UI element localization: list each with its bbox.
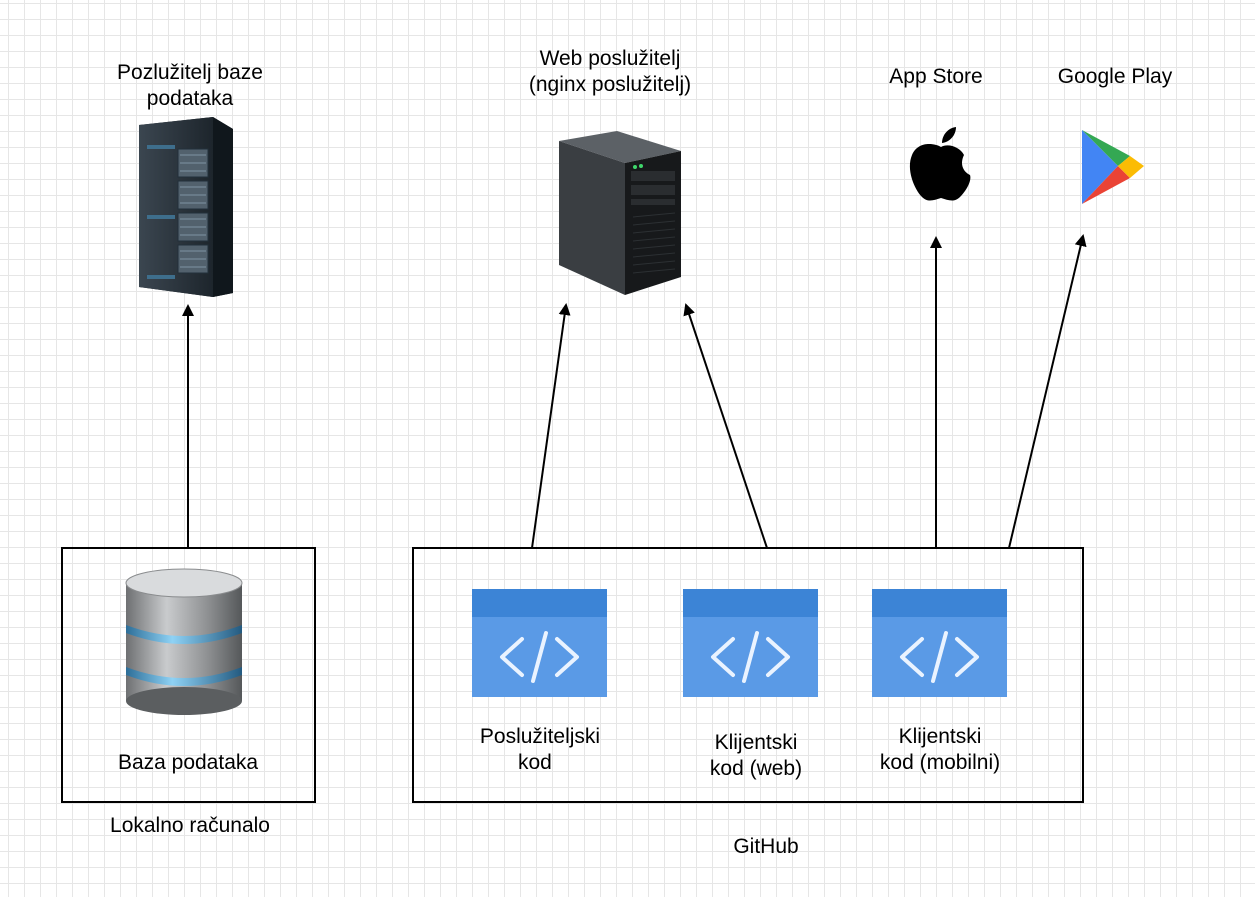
github-label: GitHub bbox=[733, 835, 799, 858]
app-store-label: App Store bbox=[889, 65, 983, 88]
database-label: Baza podataka bbox=[117, 751, 259, 774]
edge-github-to-web-server-right bbox=[683, 303, 768, 549]
server-rack-icon bbox=[139, 117, 233, 297]
client-mobile-label-line1: Klijentski bbox=[898, 725, 982, 748]
db-server-label: Pozlužitelj baze podataka bbox=[70, 60, 310, 112]
local-computer-box bbox=[61, 547, 316, 803]
server-code-label: Poslužiteljski kod bbox=[430, 724, 650, 776]
database-cylinder-icon bbox=[125, 568, 243, 715]
apple-logo-icon bbox=[909, 127, 971, 201]
client-mobile-label-line2: kod (mobilni) bbox=[879, 751, 1001, 774]
client-web-label-line1: Klijentski bbox=[714, 731, 798, 754]
server-code-label-line2: kod bbox=[518, 751, 552, 774]
edge-github-to-web-server-left bbox=[531, 303, 571, 549]
web-server-label-line2: (nginx poslužitelj) bbox=[528, 73, 692, 96]
client-web-label-line2: kod (web) bbox=[709, 757, 803, 780]
code-window-icon bbox=[872, 589, 1007, 697]
db-server-label-line2: podataka bbox=[146, 87, 234, 110]
server-code-label-line1: Poslužiteljski bbox=[479, 725, 601, 748]
web-server-label: Web poslužitelj (nginx poslužitelj) bbox=[490, 46, 730, 98]
google-play-logo-icon bbox=[1082, 130, 1144, 204]
google-play-label: Google Play bbox=[1057, 65, 1173, 88]
code-window-icon bbox=[472, 589, 607, 697]
client-web-label: Klijentski kod (web) bbox=[646, 730, 866, 782]
client-mobile-label: Klijentski kod (mobilni) bbox=[840, 724, 1040, 776]
web-server-label-line1: Web poslužitelj bbox=[539, 47, 681, 70]
github-box bbox=[412, 547, 1084, 803]
tower-server-icon bbox=[559, 131, 681, 295]
local-computer-label: Lokalno računalo bbox=[110, 814, 270, 837]
edge-github-to-google-play bbox=[1008, 234, 1087, 549]
db-server-label-line1: Pozlužitelj baze bbox=[117, 61, 263, 84]
code-window-icon bbox=[683, 589, 818, 697]
